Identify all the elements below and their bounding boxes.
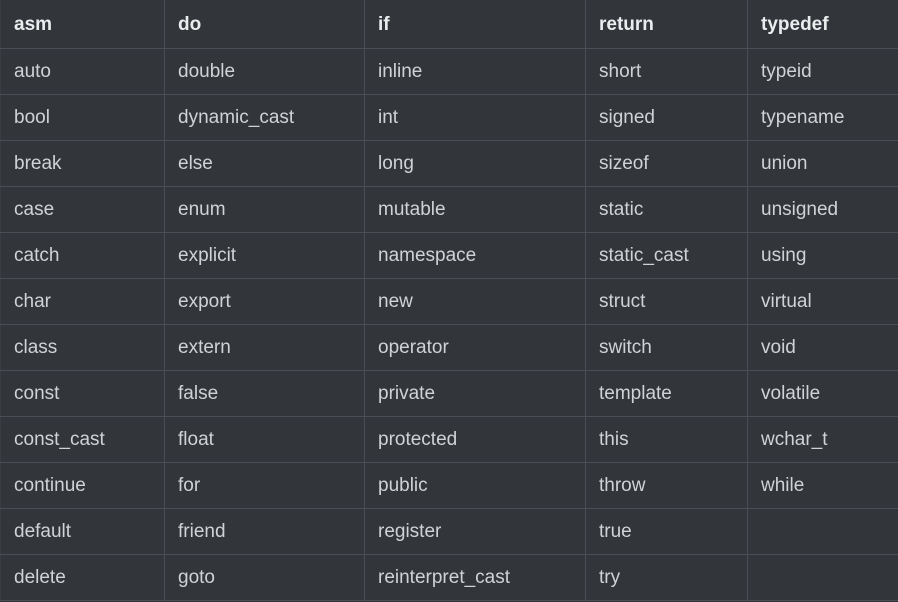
table-cell: extern [164, 324, 365, 371]
table-cell: auto [0, 48, 165, 95]
table-cell: new [364, 278, 586, 325]
table-cell: bool [0, 94, 165, 141]
table-cell: delete [0, 554, 165, 601]
table-cell: continue [0, 462, 165, 509]
table-cell: short [585, 48, 748, 95]
table-cell: long [364, 140, 586, 187]
table-cell: template [585, 370, 748, 417]
table-cell: class [0, 324, 165, 371]
table-cell: operator [364, 324, 586, 371]
table-cell: while [747, 462, 898, 509]
table-cell: float [164, 416, 365, 463]
table-cell: false [164, 370, 365, 417]
table-cell: catch [0, 232, 165, 279]
table-cell: true [585, 508, 748, 555]
table-cell: const [0, 370, 165, 417]
table-cell: this [585, 416, 748, 463]
table-cell: double [164, 48, 365, 95]
table-cell: char [0, 278, 165, 325]
table-cell: public [364, 462, 586, 509]
table-cell: explicit [164, 232, 365, 279]
table-cell: void [747, 324, 898, 371]
table-cell: switch [585, 324, 748, 371]
table-cell: virtual [747, 278, 898, 325]
table-cell: sizeof [585, 140, 748, 187]
table-cell: reinterpret_cast [364, 554, 586, 601]
table-cell: static [585, 186, 748, 233]
table-cell: signed [585, 94, 748, 141]
table-cell: friend [164, 508, 365, 555]
table-cell: throw [585, 462, 748, 509]
table-cell: for [164, 462, 365, 509]
table-cell [747, 508, 898, 555]
table-cell: enum [164, 186, 365, 233]
table-cell: dynamic_cast [164, 94, 365, 141]
table-cell: static_cast [585, 232, 748, 279]
table-cell: default [0, 508, 165, 555]
table-cell: wchar_t [747, 416, 898, 463]
column-header: if [364, 0, 586, 49]
table-cell: int [364, 94, 586, 141]
table-cell: else [164, 140, 365, 187]
table-cell: register [364, 508, 586, 555]
column-header: asm [0, 0, 165, 49]
table-cell: typeid [747, 48, 898, 95]
table-cell: const_cast [0, 416, 165, 463]
table-cell: typename [747, 94, 898, 141]
table-cell: goto [164, 554, 365, 601]
table-cell: unsigned [747, 186, 898, 233]
table-cell: protected [364, 416, 586, 463]
table-cell: try [585, 554, 748, 601]
table-cell: using [747, 232, 898, 279]
table-cell: inline [364, 48, 586, 95]
table-cell: private [364, 370, 586, 417]
table-cell [747, 554, 898, 601]
column-header: do [164, 0, 365, 49]
table-cell: volatile [747, 370, 898, 417]
table-cell: union [747, 140, 898, 187]
table-cell: export [164, 278, 365, 325]
column-header: typedef [747, 0, 898, 49]
table-cell: case [0, 186, 165, 233]
column-header: return [585, 0, 748, 49]
table-cell: namespace [364, 232, 586, 279]
table-cell: break [0, 140, 165, 187]
table-cell: struct [585, 278, 748, 325]
table-cell: mutable [364, 186, 586, 233]
